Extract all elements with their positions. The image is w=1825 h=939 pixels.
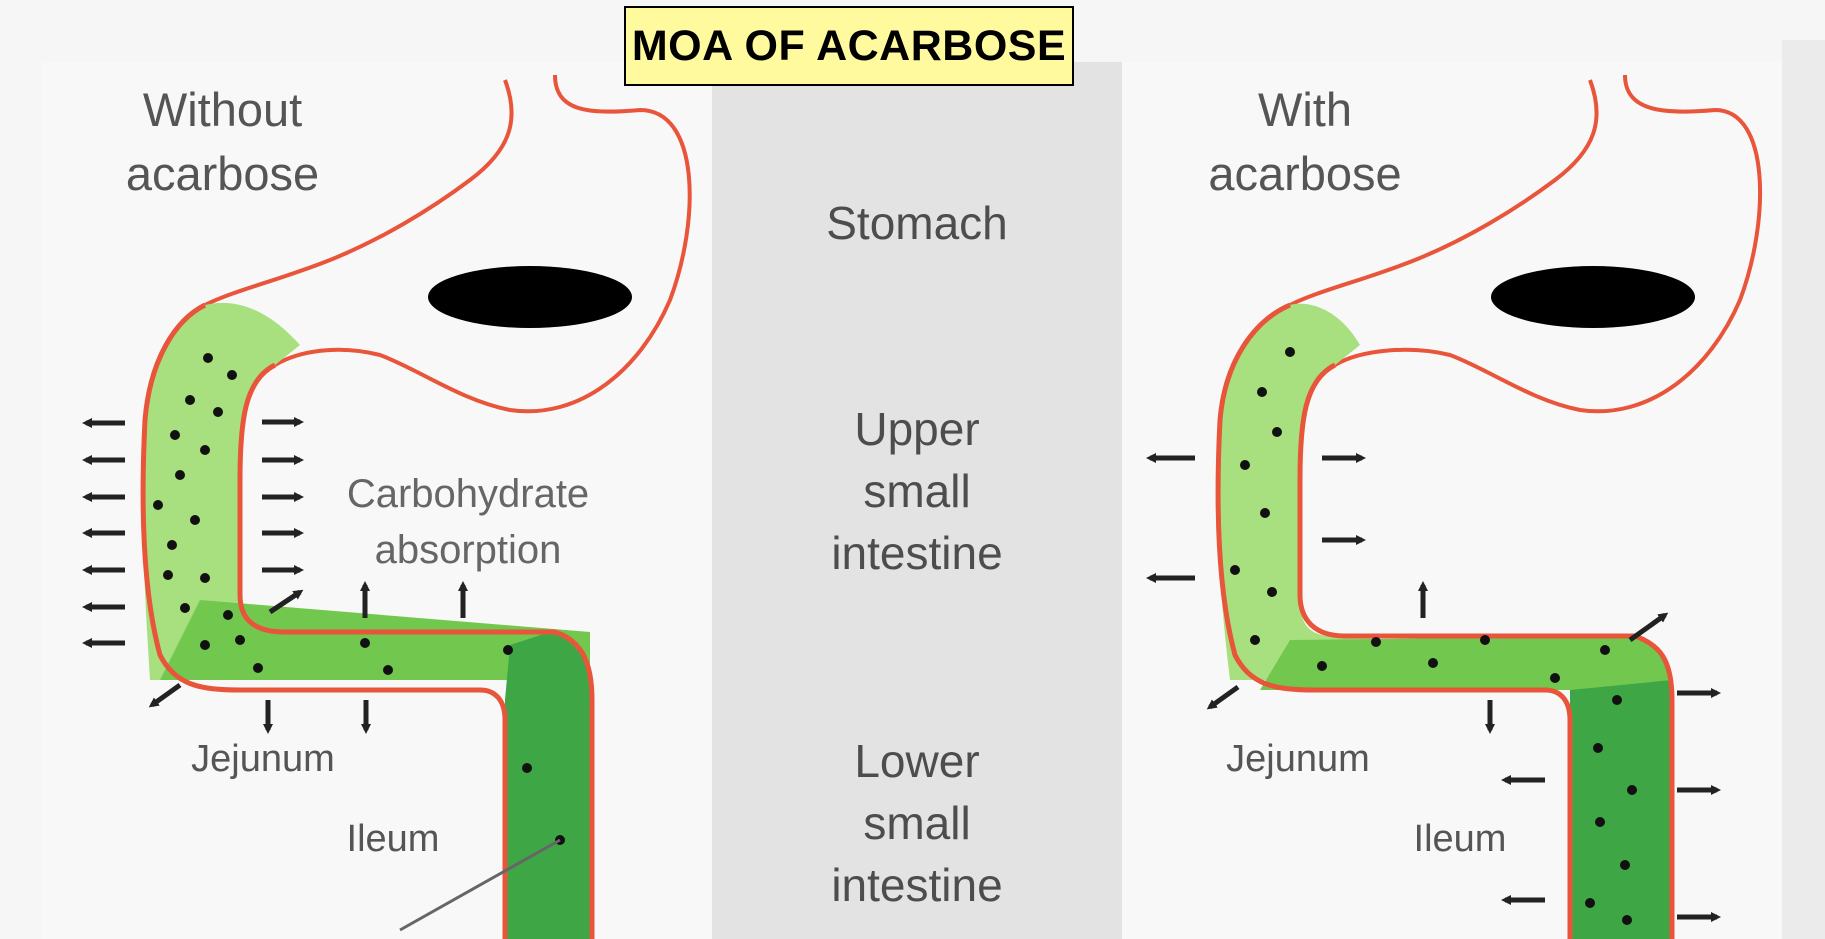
right-tube-dark — [1570, 680, 1672, 939]
left-tube-dark — [505, 632, 592, 939]
right-panel-heading: With acarbose — [1185, 78, 1425, 206]
left-ileum-label: Ileum — [328, 818, 458, 861]
left-jejunum-label: Jejunum — [168, 738, 358, 781]
right-stomach-ellipse — [1491, 266, 1695, 328]
upper-small-intestine-label: Upper small intestine — [787, 398, 1047, 584]
left-panel-heading: Without acarbose — [95, 78, 350, 206]
right-edge-strip — [1782, 40, 1825, 939]
right-jejunum-label: Jejunum — [1203, 738, 1393, 781]
carbohydrate-absorption-label: Carbohydrate absorption — [318, 466, 618, 578]
stomach-label: Stomach — [787, 192, 1047, 254]
slide-title: MOA OF ACARBOSE — [624, 6, 1074, 86]
lower-small-intestine-label: Lower small intestine — [787, 730, 1047, 916]
right-ileum-label: Ileum — [1395, 818, 1525, 861]
left-stomach-ellipse — [428, 266, 632, 328]
